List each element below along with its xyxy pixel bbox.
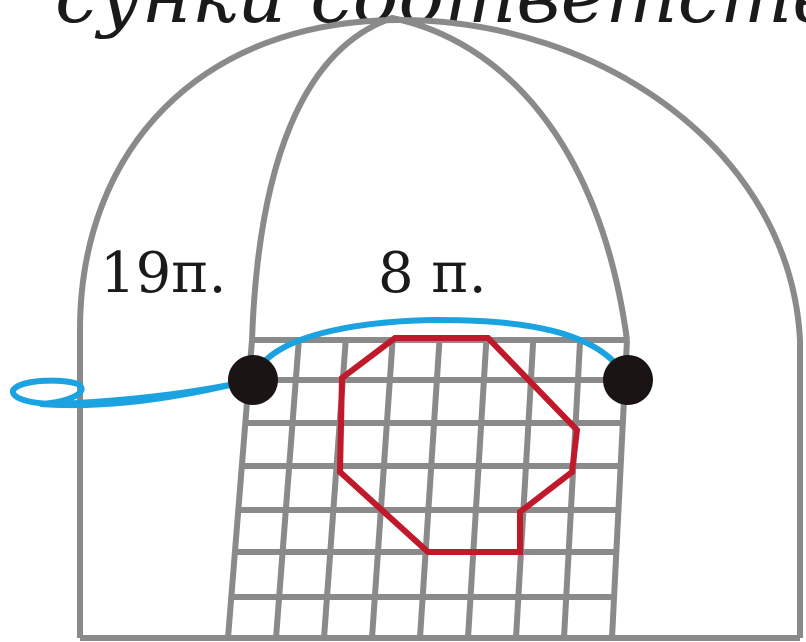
grid-column-line	[513, 339, 537, 639]
blue-thread-loop	[9, 377, 254, 409]
grid-column-line	[465, 339, 490, 639]
right-anchor-dot	[603, 355, 653, 405]
knitting-grid	[225, 339, 630, 639]
grid-column-line	[417, 339, 443, 639]
blue-thread-line	[250, 316, 629, 382]
grid-column-line	[369, 339, 396, 639]
outer-dome-outline	[77, 16, 803, 638]
red-octagon-motif	[336, 335, 581, 555]
left-section-label: 19п.	[100, 241, 226, 306]
middle-section-label: 8 п.	[378, 241, 487, 306]
grid-column-line	[561, 339, 584, 639]
grid-column-line	[273, 339, 302, 639]
inner-arch-outline	[249, 14, 630, 341]
left-anchor-dot	[228, 355, 278, 405]
